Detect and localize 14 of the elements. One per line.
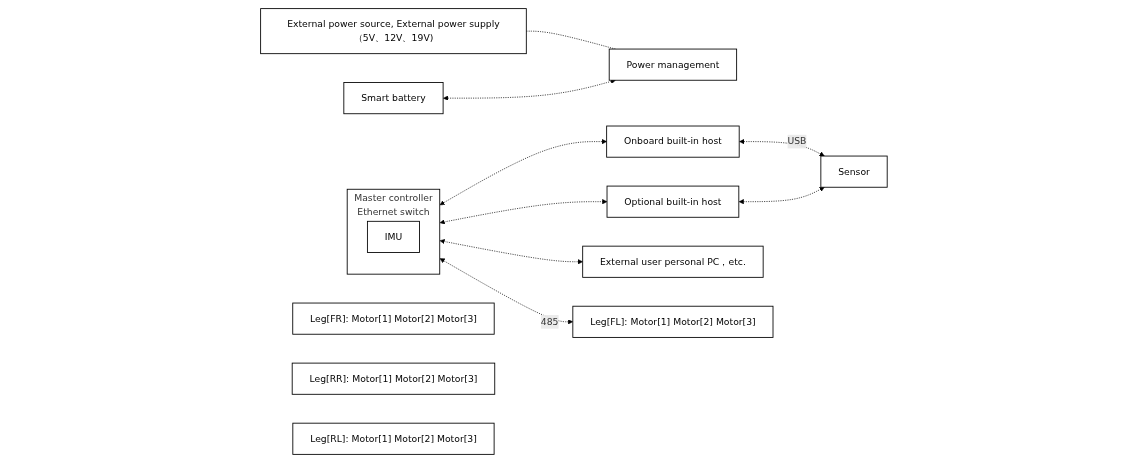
edge-label: 485 (540, 316, 559, 328)
node-box: External power source, External power supply（5V、12V、19V) (260, 8, 527, 55)
edge-label: USB (787, 135, 807, 147)
node-box: External user personal PC，etc. (582, 245, 764, 278)
node-box: Leg[FL]: Motor[1] Motor[2] Motor[3] (572, 305, 774, 338)
node-box: Leg[FR]: Motor[1] Motor[2] Motor[3] (292, 302, 495, 335)
node-box: Onboard built-in host (606, 125, 740, 158)
node-box: IMU (367, 220, 421, 253)
node-box: Power management (608, 48, 738, 81)
node-box: Leg[RL]: Motor[1] Motor[2] Motor[3] (292, 422, 495, 455)
node-box: Smart battery (343, 82, 444, 115)
node-box: Optional built-in host (606, 185, 740, 218)
node-box: Sensor (820, 155, 888, 188)
node-box: Leg[RR]: Motor[1] Motor[2] Motor[3] (291, 362, 496, 395)
